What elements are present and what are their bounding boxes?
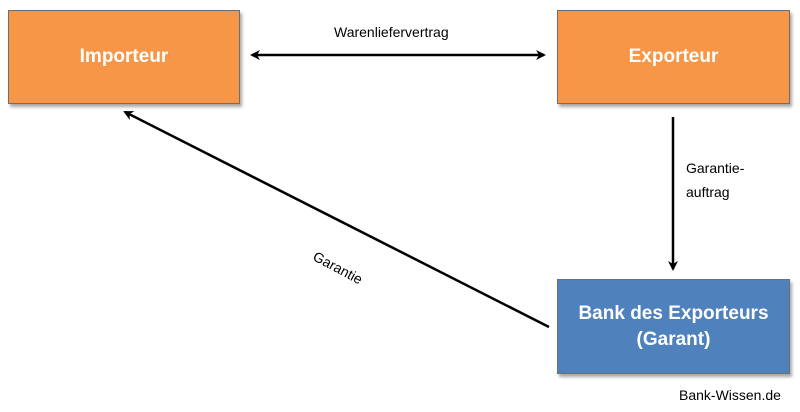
importeur-label: Importeur	[79, 46, 169, 67]
importeur-node: Importeur	[8, 10, 240, 104]
exporteur-node: Exporteur	[557, 10, 790, 104]
garantieauftrag-label-line1: Garantie-	[686, 160, 745, 176]
garantie-arrow	[123, 110, 550, 329]
garantieauftrag-label: Garantie- auftrag	[686, 156, 744, 204]
source-credit: Bank-Wissen.de	[679, 387, 781, 403]
bank-label-line1: Bank des Exporteurs	[578, 302, 769, 324]
bank-label-line2: (Garant)	[636, 328, 711, 350]
garantieauftrag-label-line2: auftrag	[686, 184, 730, 200]
exporteur-label: Exporteur	[628, 46, 719, 67]
bank-des-exporteurs-node: Bank des Exporteurs (Garant)	[557, 279, 790, 374]
warenliefervertrag-label: Warenliefervertrag	[334, 24, 449, 40]
